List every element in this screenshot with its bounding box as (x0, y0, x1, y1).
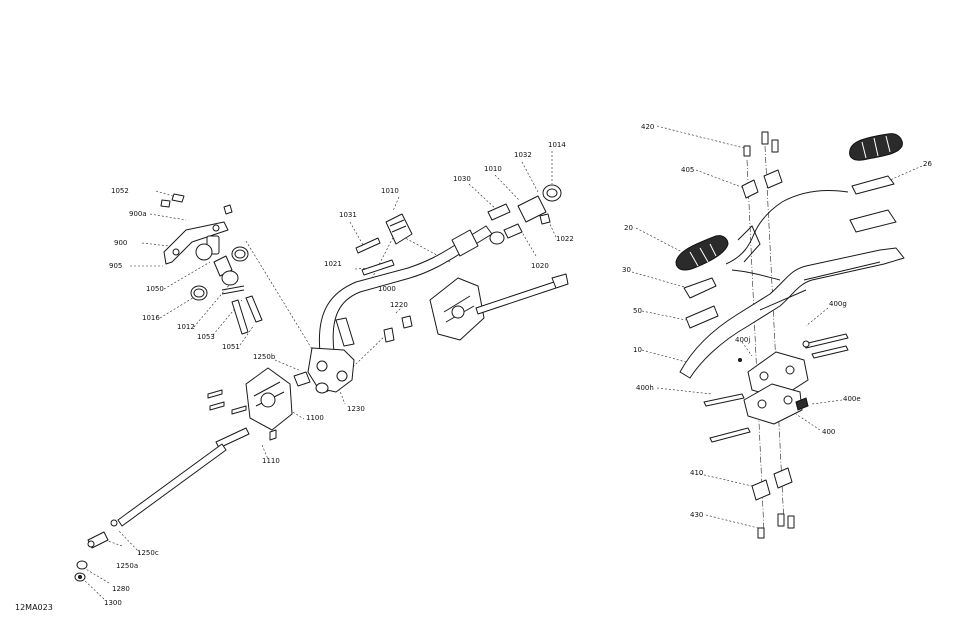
grips (675, 133, 903, 329)
bearing-housing-upper (383, 273, 569, 343)
steering-shaft (74, 427, 250, 582)
callout-10: 10 (633, 346, 642, 354)
callout-1032: 1032 (514, 151, 532, 159)
callout-400h: 400h (636, 384, 654, 392)
callout-30: 30 (622, 266, 631, 274)
callout-1031: 1031 (339, 211, 357, 219)
callout-1022: 1022 (556, 235, 574, 243)
steering-column (307, 225, 493, 393)
callout-405: 405 (681, 166, 695, 174)
callout-1016: 1016 (142, 314, 160, 322)
callout-1250a: 1250a (116, 562, 139, 570)
handlebar-riser (703, 333, 849, 443)
top-clamps (741, 131, 783, 199)
callout-1020: 1020 (531, 262, 549, 270)
callout-1030: 1030 (453, 175, 471, 183)
callout-1100: 1100 (306, 414, 324, 422)
callout-1110: 1110 (262, 457, 280, 465)
leader-lines-right (631, 125, 923, 533)
callout-1053: 1053 (197, 333, 215, 341)
callout-400: 400 (822, 428, 836, 436)
callout-50: 50 (633, 307, 642, 315)
callout-1300: 1300 (104, 599, 122, 607)
bearing-housing-lower (207, 367, 329, 441)
callout-1050: 1050 (146, 285, 164, 293)
callout-430: 430 (690, 511, 704, 519)
heater-cable (725, 189, 849, 281)
callout-900a: 900a (129, 210, 147, 218)
callout-1280: 1280 (112, 585, 130, 593)
handlebar (679, 247, 905, 379)
callout-420: 420 (641, 123, 655, 131)
callout-1010-left: 1010 (381, 187, 399, 195)
callout-1010-right: 1010 (484, 165, 502, 173)
clamp-bracket (160, 193, 263, 335)
callout-400j: 400j (735, 336, 751, 344)
figure-code: 12MA023 (15, 603, 53, 612)
callout-1021: 1021 (324, 260, 342, 268)
callout-20: 20 (624, 224, 633, 232)
callout-1250c: 1250c (137, 549, 159, 557)
callout-410: 410 (690, 469, 704, 477)
callout-26: 26 (923, 160, 932, 168)
callout-1000: 1000 (378, 285, 396, 293)
callout-905: 905 (109, 262, 123, 270)
callout-900: 900 (114, 239, 128, 247)
callout-1220: 1220 (390, 301, 408, 309)
callout-400g: 400g (829, 300, 847, 308)
callout-1230: 1230 (347, 405, 365, 413)
callout-1012: 1012 (177, 323, 195, 331)
lower-clamps (738, 358, 795, 539)
upper-bushings (355, 184, 562, 276)
callout-1014: 1014 (548, 141, 566, 149)
callout-1250b: 1250b (253, 353, 276, 361)
callout-400e: 400e (843, 395, 861, 403)
callout-1051: 1051 (222, 343, 240, 351)
callout-1052: 1052 (111, 187, 129, 195)
